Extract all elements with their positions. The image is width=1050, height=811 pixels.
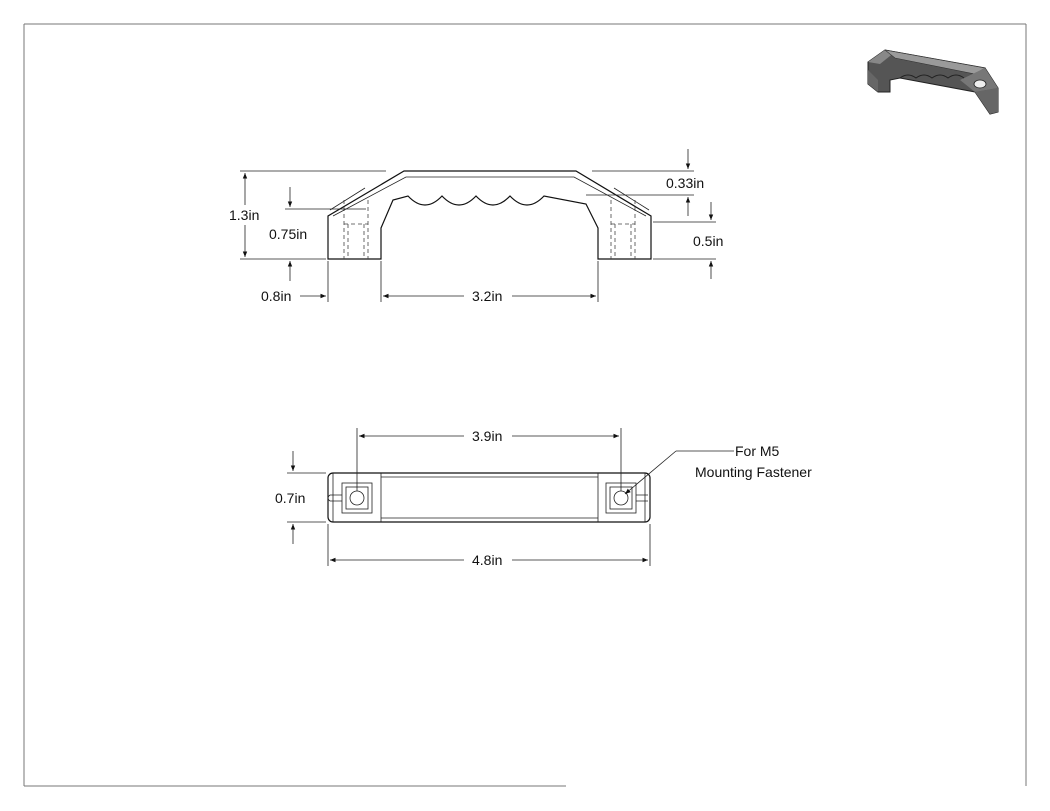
fastener-note: For M5 Mounting Fastener bbox=[624, 443, 812, 495]
sheet-border bbox=[23, 23, 1027, 787]
top-chamfer-edge bbox=[332, 176, 647, 217]
dim-hole-depth-label: 0.75in bbox=[269, 226, 307, 242]
handle-front-outline bbox=[327, 170, 652, 260]
dim-overall-height: 1.3in bbox=[229, 170, 386, 260]
note-line-2: Mounting Fastener bbox=[695, 464, 812, 480]
dim-grip-span-label: 3.2in bbox=[472, 288, 502, 304]
note-line-1: For M5 bbox=[735, 443, 780, 459]
dim-grip-span: 3.2in bbox=[380, 261, 599, 304]
dim-foot-height-label: 0.5in bbox=[693, 233, 723, 249]
dim-overall-height-label: 1.3in bbox=[229, 207, 259, 223]
dim-width-label: 0.7in bbox=[275, 490, 305, 506]
dim-hole-spacing: 3.9in bbox=[356, 428, 622, 491]
isometric-handle-render bbox=[867, 49, 999, 115]
dim-overall-length: 4.8in bbox=[327, 524, 651, 568]
top-view: 3.9in 0.7in 4.8in For M5 Mounting Fasten… bbox=[275, 428, 812, 568]
dim-hole-depth: 0.75in bbox=[269, 187, 366, 281]
dim-top-thickness-label: 0.33in bbox=[666, 175, 704, 191]
dim-overall-length-label: 4.8in bbox=[472, 552, 502, 568]
hidden-hole-left bbox=[343, 200, 369, 259]
dim-foot-height: 0.5in bbox=[653, 202, 723, 279]
handle-top-outline bbox=[327, 472, 651, 523]
dim-foot-length: 0.8in bbox=[261, 261, 329, 304]
dim-top-thickness: 0.33in bbox=[586, 149, 704, 216]
chamfer-lines bbox=[329, 187, 650, 211]
dim-width: 0.7in bbox=[275, 451, 326, 544]
dim-foot-length-label: 0.8in bbox=[261, 288, 291, 304]
dim-hole-spacing-label: 3.9in bbox=[472, 428, 502, 444]
hidden-hole-right bbox=[610, 200, 636, 259]
front-view: 1.3in 0.75in 0.33in 0.5in bbox=[229, 149, 723, 304]
